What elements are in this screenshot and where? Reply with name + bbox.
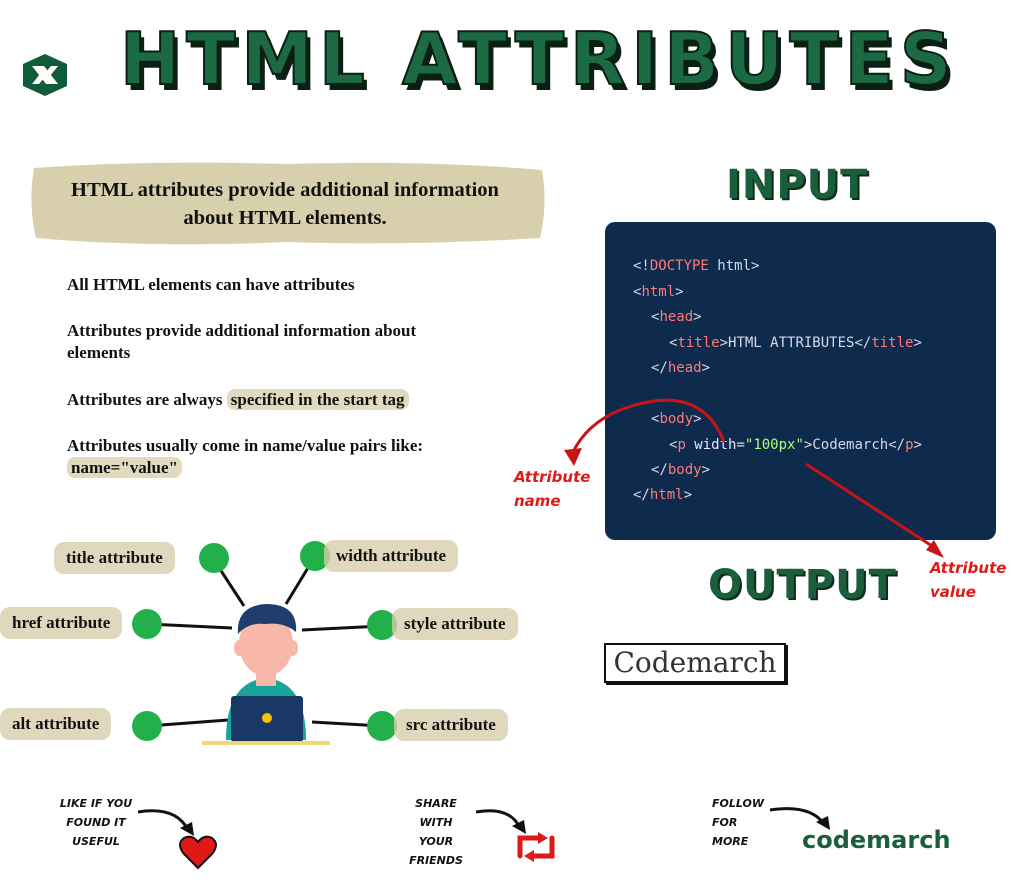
page-title-text: HTML ATTRIBUTES bbox=[120, 17, 958, 101]
width-attribute-label: width attribute bbox=[324, 540, 459, 572]
heart-icon bbox=[179, 835, 217, 870]
code-line-8: </body> bbox=[651, 462, 711, 478]
page-title-shadow: HTML ATTRIBUTES bbox=[124, 23, 962, 107]
bullet-1: All HTML elements can have attributes bbox=[67, 275, 355, 294]
title-attribute-label: title attribute bbox=[54, 542, 175, 574]
node-alt bbox=[132, 711, 162, 741]
share-icon bbox=[517, 835, 555, 859]
code-line-6: <body> bbox=[651, 411, 702, 427]
output-heading: OUTPUT bbox=[708, 562, 897, 608]
output-text: Codemarch bbox=[613, 646, 777, 679]
attribute-value-annotation: Attribute value bbox=[930, 559, 1007, 601]
node-style bbox=[367, 610, 397, 640]
attribute-name-arrowhead bbox=[564, 448, 582, 466]
definition-line-2: about HTML elements. bbox=[183, 207, 387, 229]
attribute-name-annotation: Attribute name bbox=[514, 468, 591, 510]
code-line-5: </head> bbox=[651, 360, 711, 376]
codemarch-brand[interactable]: codemarch bbox=[802, 826, 951, 854]
code-line-1: <!DOCTYPE html> bbox=[633, 258, 760, 274]
src-attribute-label: src attribute bbox=[394, 709, 508, 741]
attribute-name-arrow bbox=[570, 398, 726, 455]
style-attribute-label: style attribute bbox=[392, 608, 518, 640]
node-src bbox=[367, 711, 397, 741]
bullet-2-line-2: elements bbox=[67, 343, 131, 362]
attribute-diagram bbox=[132, 541, 397, 745]
alt-attribute-label: alt attribute bbox=[0, 708, 112, 740]
definition-banner-bg bbox=[31, 162, 545, 245]
bullet-2: Attributes provide additional informatio… bbox=[67, 320, 507, 364]
output-preview: Codemarch bbox=[604, 643, 786, 683]
footer-graphics bbox=[137, 807, 830, 870]
bullet-4-highlight: name="value" bbox=[67, 457, 182, 478]
bullet-4-line-1: Attributes usually come in name/value pa… bbox=[67, 436, 424, 455]
node-width bbox=[300, 541, 330, 571]
definition-line-1: HTML attributes provide additional infor… bbox=[71, 179, 499, 201]
annotation-arrows bbox=[564, 398, 944, 558]
person-illustration-icon bbox=[202, 604, 330, 745]
bullet-3-text: Attributes are always bbox=[67, 390, 227, 409]
code-line-4: <title>HTML ATTRIBUTES</title> bbox=[669, 335, 922, 351]
bullet-2-line-1: Attributes provide additional informatio… bbox=[67, 321, 417, 340]
attribute-value-arrowhead bbox=[926, 540, 944, 558]
attribute-value-arrow bbox=[805, 462, 933, 548]
bullet-3-highlight: specified in the start tag bbox=[226, 389, 409, 410]
codemarch-logo-icon bbox=[23, 54, 67, 96]
bullet-3: Attributes are always specified in the s… bbox=[67, 389, 507, 411]
code-line-2: <html> bbox=[633, 284, 684, 300]
definition-text: HTML attributes provide additional infor… bbox=[30, 176, 540, 232]
code-line-3: <head> bbox=[651, 309, 702, 325]
code-line-9: </html> bbox=[633, 487, 693, 503]
follow-arrow bbox=[769, 807, 826, 825]
like-arrow bbox=[137, 809, 190, 831]
page-title: HTML ATTRIBUTES HTML ATTRIBUTES bbox=[119, 16, 962, 107]
node-href bbox=[132, 609, 162, 639]
input-heading: INPUT bbox=[726, 162, 869, 208]
code-block: <!DOCTYPE html> <html> <head> <title>HTM… bbox=[605, 222, 996, 540]
footer-arrows bbox=[137, 807, 826, 831]
node-title bbox=[199, 543, 229, 573]
href-attribute-label: href attribute bbox=[0, 607, 123, 639]
code-line-7: <p width="100px">Codemarch</p> bbox=[669, 437, 922, 453]
bullet-4: Attributes usually come in name/value pa… bbox=[67, 435, 507, 479]
